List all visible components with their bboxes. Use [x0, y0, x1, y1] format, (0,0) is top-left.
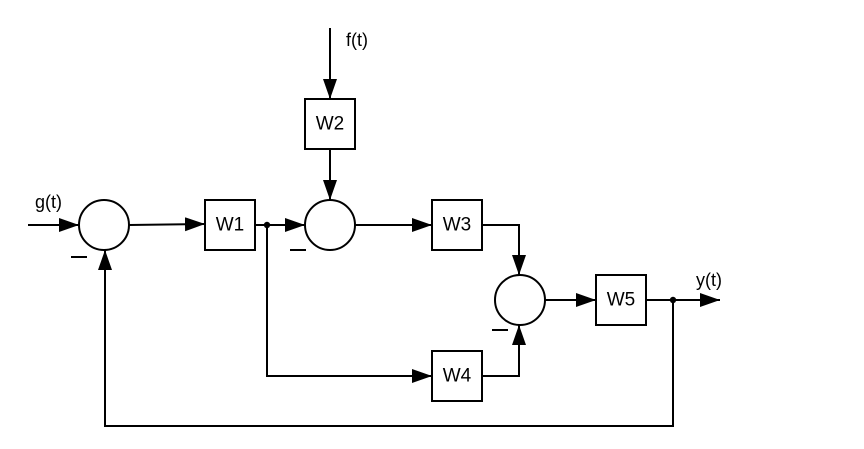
summing-junction-s3[interactable] — [492, 274, 546, 331]
wire-feedback — [98, 250, 674, 427]
block-w3-label: W3 — [443, 215, 472, 236]
output-signal-label: y(t) — [696, 270, 722, 290]
wire-w1-to-w4 — [266, 225, 432, 383]
block-w4-label: W4 — [443, 366, 472, 387]
block-w4[interactable]: W4 — [431, 350, 483, 402]
block-w1[interactable]: W1 — [204, 199, 256, 251]
block-w2[interactable]: W2 — [304, 98, 356, 150]
summing-junction-s1[interactable] — [71, 199, 130, 258]
block-w1-label: W1 — [216, 215, 245, 236]
input-signal-label: g(t) — [35, 192, 62, 212]
branch-point-w1 — [263, 221, 271, 229]
block-w3[interactable]: W3 — [431, 199, 483, 251]
block-w5-label: W5 — [607, 290, 636, 311]
summing-junction-s2[interactable] — [290, 199, 356, 251]
wire-w3-to-s3 — [482, 224, 526, 275]
disturbance-signal-label: f(t) — [346, 30, 368, 50]
wire-s1-to-w1 — [128, 217, 206, 232]
block-w2-label: W2 — [316, 114, 345, 135]
wire-w4-to-s3 — [482, 325, 526, 377]
block-w5[interactable]: W5 — [595, 274, 647, 326]
branch-point-output — [669, 296, 677, 304]
wires — [28, 28, 720, 427]
